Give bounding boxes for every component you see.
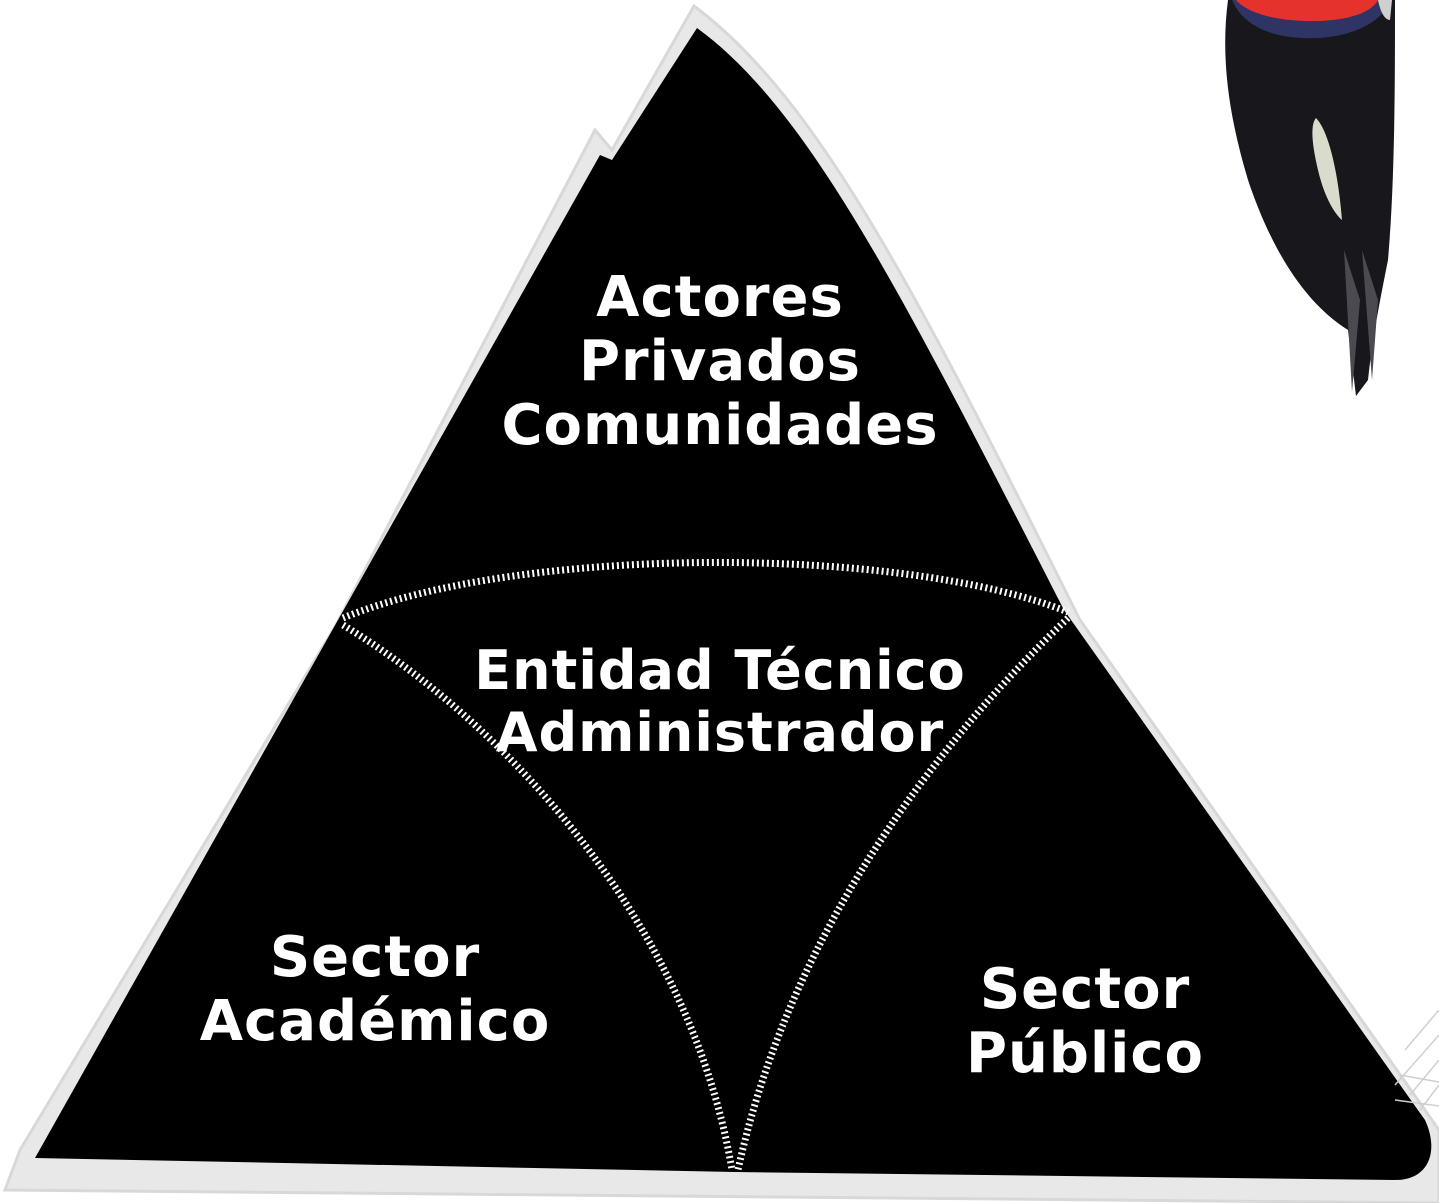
- pyramid-body: [35, 28, 1432, 1180]
- divider-left-curve: [341, 622, 736, 1171]
- section-label-line: Privados: [578, 329, 862, 394]
- section-label-line: Académico: [199, 989, 551, 1054]
- divider-top-arc: [341, 559, 1070, 622]
- section-label-line: Sector: [269, 925, 481, 990]
- section-label-line: Comunidades: [501, 393, 939, 458]
- section-label-line: Entidad Técnico: [474, 639, 966, 702]
- section-label-line: Sector: [979, 957, 1191, 1022]
- section-label-line: Público: [965, 1021, 1205, 1086]
- section-label-private-actors: Actores Privados Comunidades: [480, 266, 960, 458]
- section-label-public-sector: Sector Público: [940, 958, 1230, 1086]
- woodpecker-illustration: [1225, 0, 1395, 396]
- line-art-fragment: [1394, 1009, 1439, 1111]
- section-label-academic-sector: Sector Académico: [180, 926, 570, 1054]
- section-label-line: Actores: [596, 265, 844, 330]
- section-label-technical-entity: Entidad Técnico Administrador: [440, 640, 1000, 764]
- section-label-line: Administrador: [495, 701, 945, 764]
- divider-right-curve: [734, 615, 1071, 1171]
